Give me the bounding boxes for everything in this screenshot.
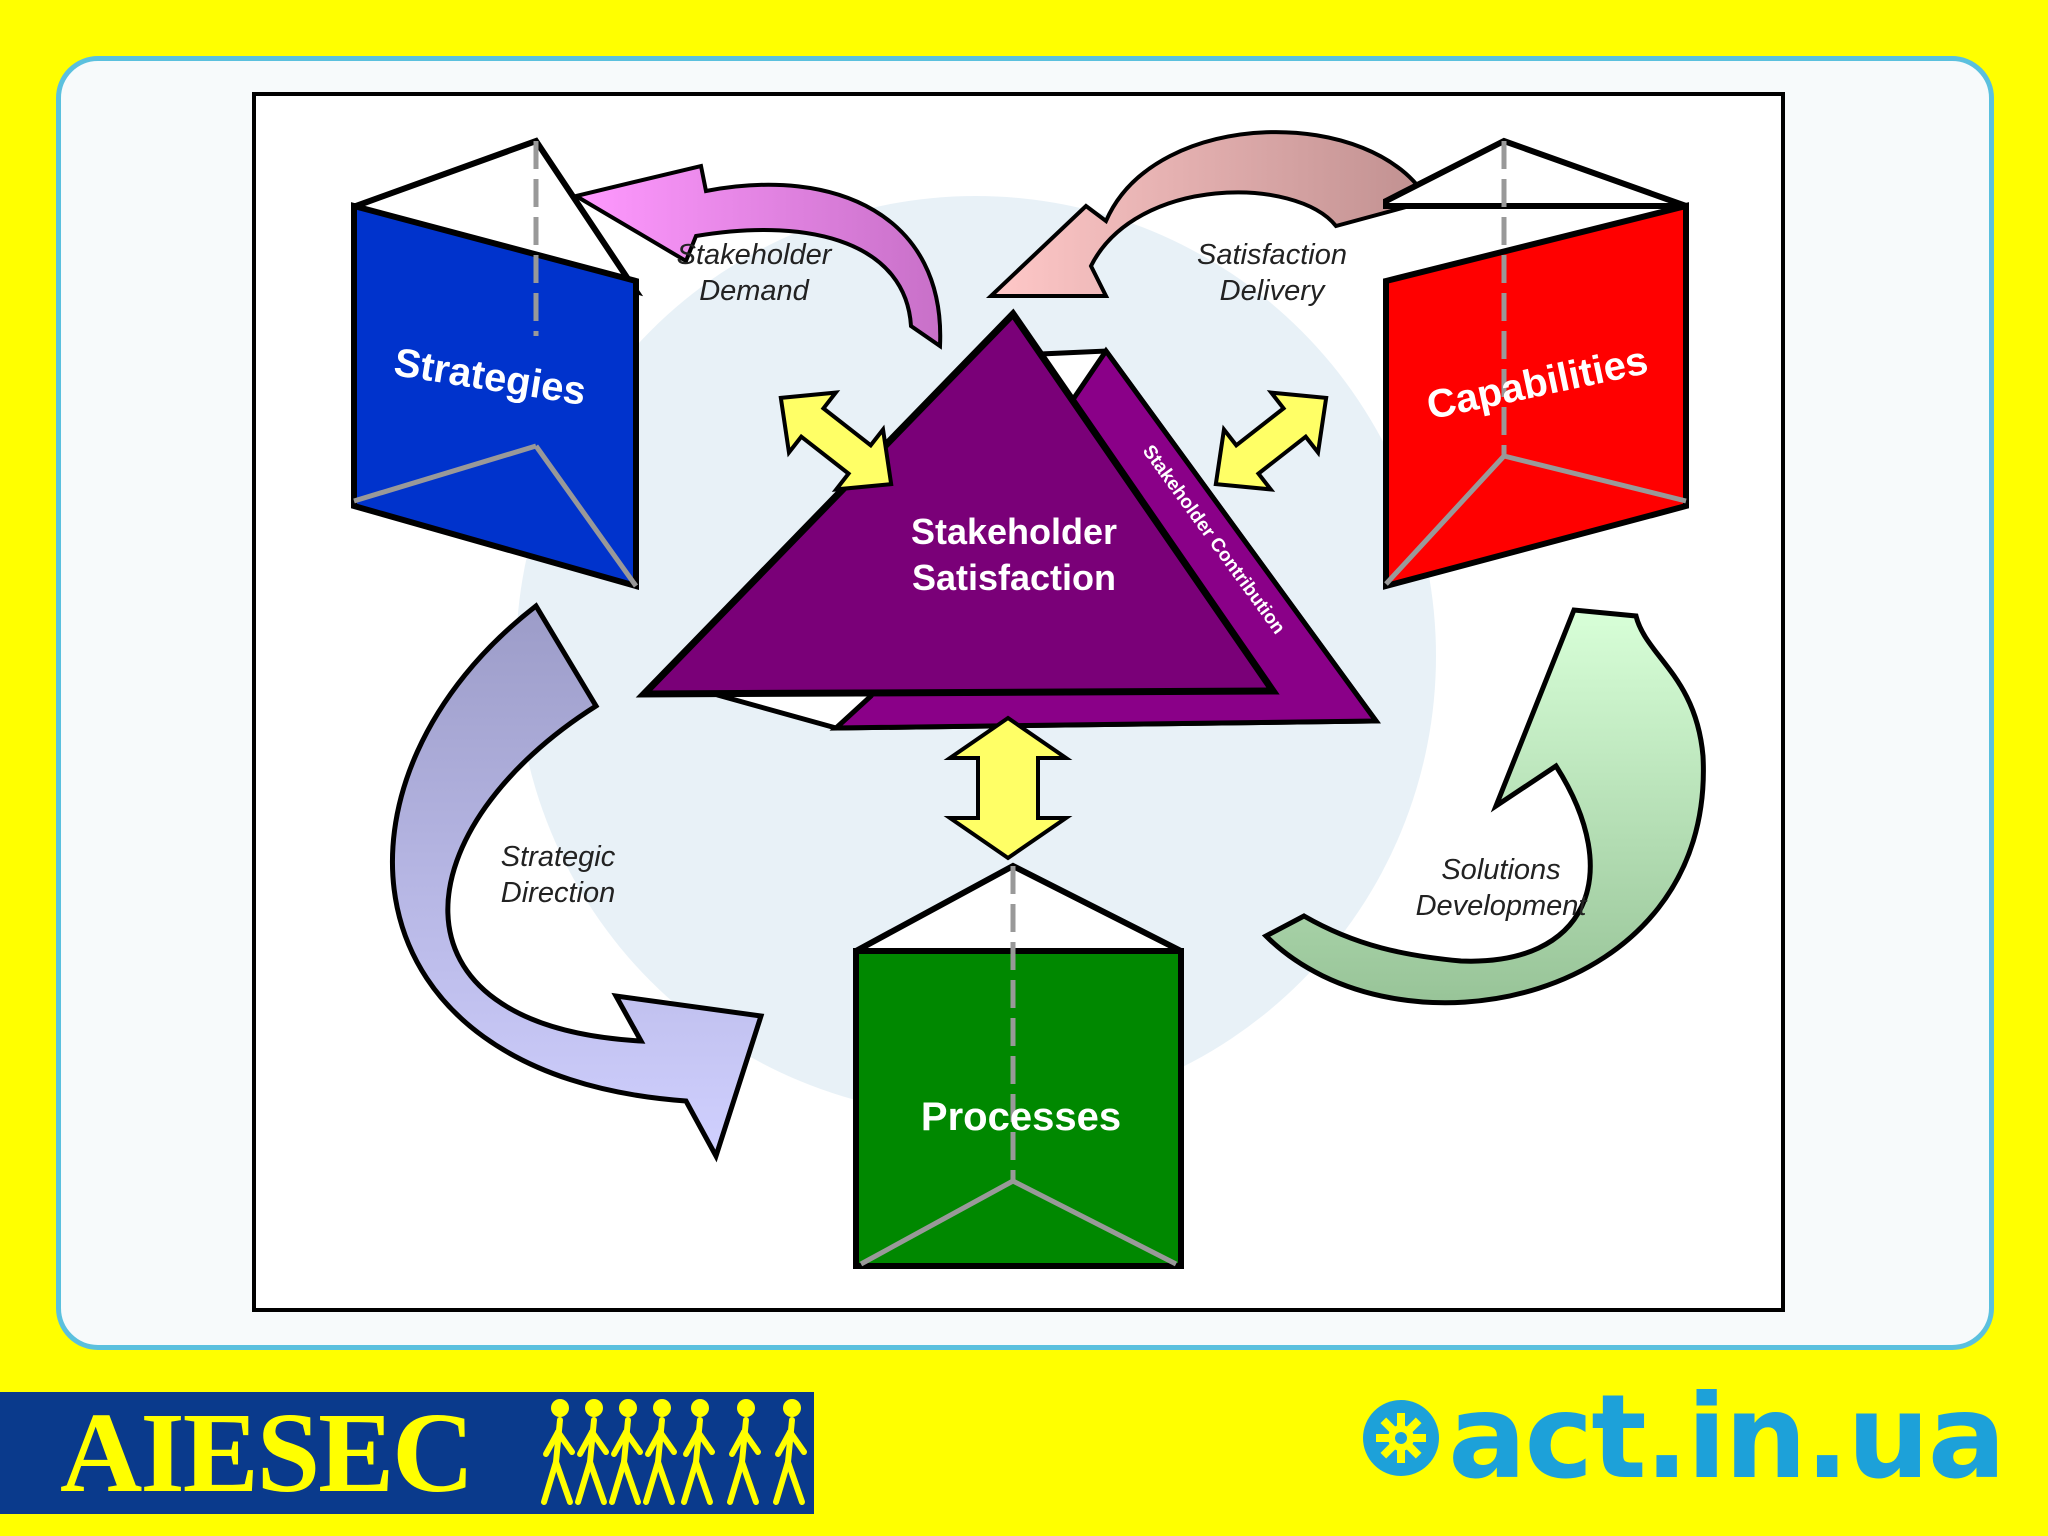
double-arrow-strategies (778, 390, 894, 492)
aiesec-wordmark: AIESEC (60, 1392, 474, 1514)
aiesec-logo: AIESEC (0, 1392, 814, 1514)
solutions-development-line2: Development (1416, 890, 1589, 922)
capabilities-node: Capabilities (1383, 137, 1689, 590)
act-in-ua-logo: act.in.ua (1358, 1368, 2006, 1508)
processes-node: Processes (853, 862, 1184, 1269)
solutions-development-line1: Solutions (1441, 854, 1560, 886)
double-arrow-capabilities (1213, 390, 1329, 492)
strategic-direction-arrow (389, 602, 765, 1163)
strategic-direction-line2: Direction (501, 877, 615, 909)
diagram-frame: Strategies Capabilities Processes Stakeh… (252, 92, 1785, 1312)
act-in-ua-wordmark: act.in.ua (1448, 1370, 2006, 1505)
solutions-development-arrow (1261, 607, 1706, 1006)
gear-icon (1363, 1400, 1440, 1476)
stakeholder-demand-line1: Stakeholder (677, 239, 833, 271)
stakeholder-satisfaction-node: Stakeholder Satisfaction Stakeholder Con… (635, 308, 1381, 731)
double-arrow-processes (943, 715, 1073, 861)
processes-label: Processes (921, 1095, 1121, 1139)
stakeholder-demand-line2: Demand (699, 275, 809, 307)
stakeholder-diagram: Strategies Capabilities Processes Stakeh… (351, 130, 1706, 1269)
satisfaction-delivery-line1: Satisfaction (1197, 239, 1347, 271)
stakeholder-satisfaction-line1: Stakeholder (911, 511, 1117, 552)
stakeholder-satisfaction-line2: Satisfaction (912, 557, 1116, 598)
strategies-node: Strategies (351, 137, 644, 590)
satisfaction-delivery-arrow (985, 130, 1431, 298)
satisfaction-delivery-line2: Delivery (1220, 275, 1326, 307)
strategic-direction-line1: Strategic (501, 841, 616, 873)
walking-people-icon (541, 1399, 807, 1505)
stakeholder-demand-arrow (570, 163, 943, 350)
